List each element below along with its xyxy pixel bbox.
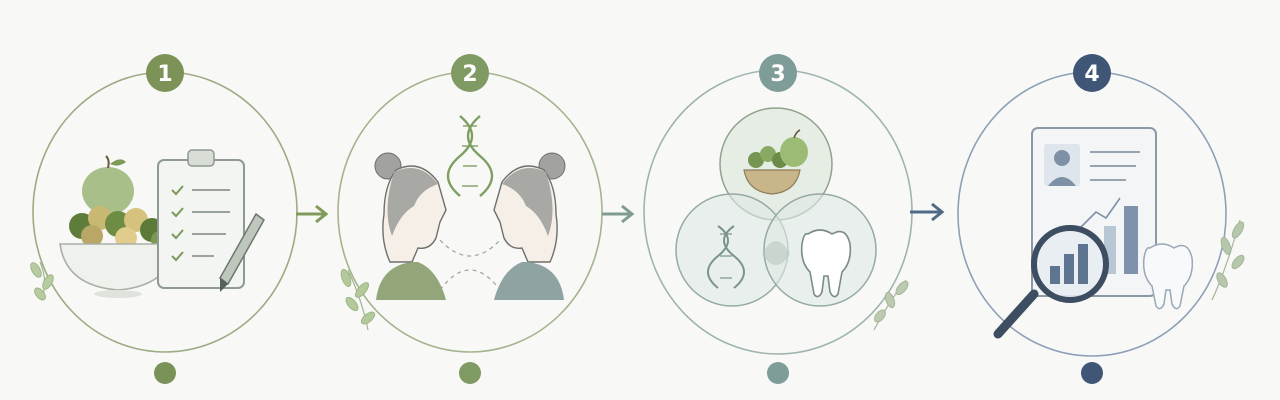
step-3-badge: 3 (759, 54, 797, 92)
step-2-number: 2 (462, 62, 477, 87)
leaf-sprig-icon (30, 261, 54, 301)
timeline-dot-3 (767, 362, 789, 384)
woman-profile-icon (493, 152, 566, 300)
step-3-number: 3 (770, 62, 785, 87)
bar-chart-icon (1050, 244, 1088, 284)
connection-line (439, 239, 501, 291)
leaf-sprig-icon (1211, 219, 1245, 301)
step-4-number: 4 (1084, 62, 1099, 87)
tooth-icon (800, 229, 852, 298)
tooth-icon (1142, 243, 1194, 310)
step-3: 3 (643, 54, 913, 355)
venn-diagram (675, 107, 877, 307)
salad-bowl-icon (743, 129, 808, 195)
step-1: 1 (30, 54, 298, 353)
step-2-circle (337, 71, 603, 353)
dna-icon (707, 225, 745, 289)
timeline-dot-4 (1081, 362, 1103, 384)
step-4: 4 (957, 54, 1245, 357)
step-2: 2 (337, 54, 603, 353)
person-icon (1044, 144, 1080, 186)
woman-profile-icon (374, 152, 447, 300)
arrow-right-icon (296, 204, 329, 224)
leaf-sprig-icon (340, 268, 376, 331)
step-4-badge: 4 (1073, 54, 1111, 92)
clipboard-checklist-icon (157, 149, 245, 289)
step-1-badge: 1 (146, 54, 184, 92)
dna-icon (446, 115, 494, 197)
step-1-number: 1 (157, 62, 172, 87)
arrow-right-icon (910, 202, 945, 222)
leaf-sprig-icon (873, 279, 909, 331)
pencil-icon (219, 212, 265, 292)
magnifier-icon (993, 225, 1109, 339)
apple-icon (82, 155, 134, 215)
timeline-dot-2 (459, 362, 481, 384)
timeline-dot-1 (154, 362, 176, 384)
step-2-badge: 2 (451, 54, 489, 92)
arrow-right-icon (602, 204, 635, 224)
timeline (154, 362, 1103, 384)
